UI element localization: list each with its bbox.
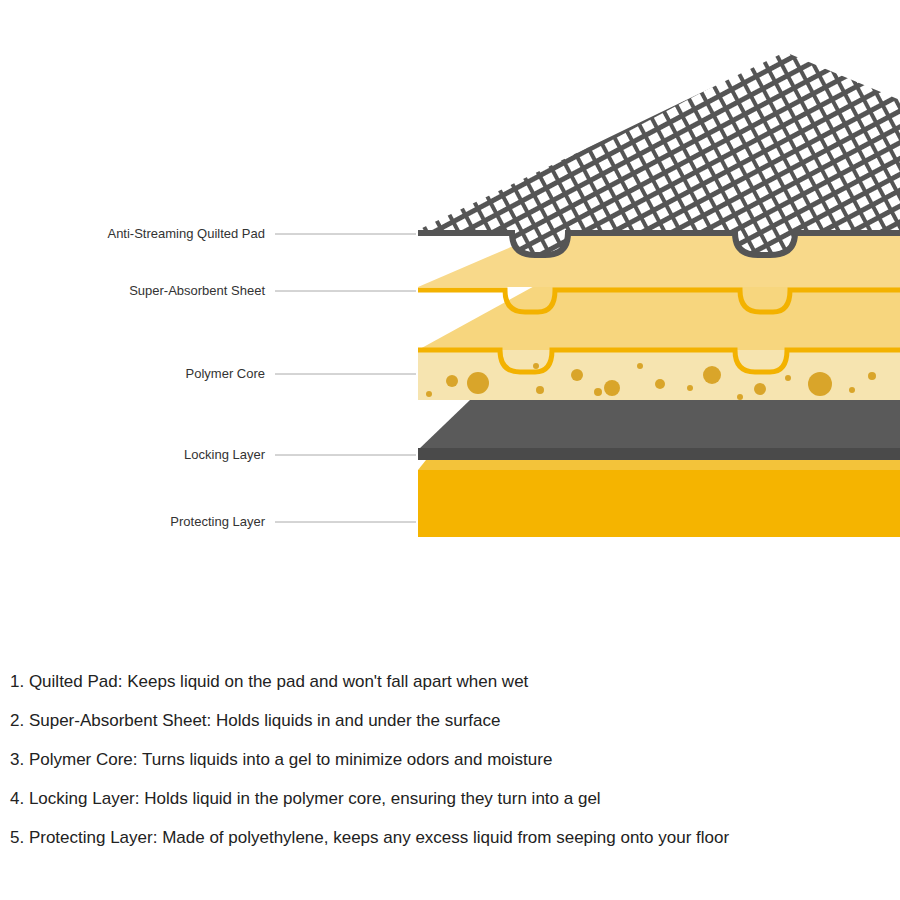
layer-label: Protecting Layer bbox=[0, 514, 265, 530]
layer-label: Anti-Streaming Quilted Pad bbox=[0, 226, 265, 242]
layer-label: Polymer Core bbox=[0, 366, 265, 382]
leader-lines bbox=[275, 234, 416, 522]
list-item: 4. Locking Layer: Holds liquid in the po… bbox=[10, 788, 601, 810]
list-item: 3. Polymer Core: Turns liquids into a ge… bbox=[10, 749, 552, 771]
quilted-pad bbox=[418, 52, 900, 255]
locking-layer bbox=[418, 400, 900, 460]
layer-label: Super-Absorbent Sheet bbox=[0, 283, 265, 299]
list-item: 5. Protecting Layer: Made of polyethylen… bbox=[10, 827, 729, 849]
list-item: 1. Quilted Pad: Keeps liquid on the pad … bbox=[10, 671, 528, 693]
layer-label: Locking Layer bbox=[0, 447, 265, 463]
list-item: 2. Super-Absorbent Sheet: Holds liquids … bbox=[10, 710, 500, 732]
protecting-layer bbox=[418, 455, 900, 537]
